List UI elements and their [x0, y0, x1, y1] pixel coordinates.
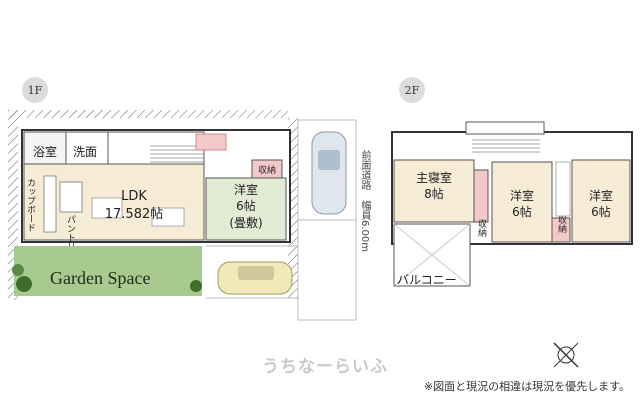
tatami-name: 洋室: [234, 182, 258, 197]
sofa: [151, 207, 185, 227]
master-bedroom: [393, 159, 475, 223]
master-bedroom-size: 8帖: [424, 186, 444, 201]
garden-tree: [12, 264, 24, 276]
bedroom-3: [571, 159, 631, 243]
boundary-hatch-left: [8, 110, 18, 300]
bedroom-3-size: 6帖: [591, 204, 611, 219]
balcony-void-line: [393, 223, 471, 287]
dining-table: [91, 197, 123, 219]
toilet-2f: [555, 161, 571, 217]
car-top-view: [311, 131, 347, 215]
bedroom-2-size: 6帖: [512, 204, 532, 219]
stair-treads: [150, 145, 204, 163]
storage-2f-2-label: 収納: [556, 214, 567, 234]
storage-1f-label: 収納: [258, 164, 276, 176]
road-label: 前面道路 幅員6.00m: [359, 150, 370, 253]
garden-label: Garden Space: [50, 268, 151, 288]
floor-2-badge: [399, 77, 425, 103]
master-bedroom-name: 主寝室: [416, 170, 452, 185]
garden-tree: [190, 280, 202, 292]
storage-2f-1-label: 収納: [476, 218, 487, 238]
entrance-tile: [195, 133, 227, 151]
ldk-size: 17.582帖: [105, 207, 164, 222]
boundary-hatch-right: [288, 118, 298, 298]
car-window: [238, 266, 274, 280]
storage-2f-2: [551, 217, 571, 243]
wash-label: 洗面: [73, 145, 97, 159]
floor-1-label: 1F: [28, 84, 43, 97]
cupboard-label: カップボード: [25, 178, 36, 232]
floor-2-label: 2F: [405, 84, 420, 97]
bedroom-2: [491, 161, 553, 243]
tatami-size: 6帖: [236, 198, 256, 213]
bedroom-3-name: 洋室: [589, 188, 613, 203]
floor-1-badge: [22, 77, 48, 103]
watermark: うちなーらいふ: [262, 357, 388, 377]
tatami-note: (畳敷): [229, 215, 262, 230]
compass-icon: [553, 342, 579, 368]
ldk-name: LDK: [121, 189, 147, 204]
storage-2f-1: [473, 169, 489, 223]
car-windshield: [318, 150, 340, 170]
bedroom-2-name: 洋室: [510, 188, 534, 203]
floor-1: 1F 浴室 洗面 LDK 17.582帖 カップボード パントリー: [8, 77, 357, 321]
kitchen-counter: [43, 175, 57, 233]
floor-2: 2F 主寝室 8帖 収納 洋室 6帖 収納 洋室 6帖: [391, 77, 633, 287]
garden-area: [14, 246, 202, 296]
garden-tree: [16, 276, 32, 292]
pantry-label: パントリー: [65, 215, 76, 260]
boundary-hatch-top: [8, 110, 288, 118]
bath-label: 浴室: [33, 144, 57, 159]
stair-hall-2f: [465, 121, 545, 135]
stair-treads-2f: [472, 139, 540, 153]
stair-area: [107, 131, 205, 165]
balcony-label: バルコニー: [397, 273, 457, 287]
disclaimer-note: ※図面と現況の相違は現況を優先します。: [423, 380, 630, 393]
tatami-room: [205, 177, 287, 241]
kitchen-island: [59, 181, 83, 213]
